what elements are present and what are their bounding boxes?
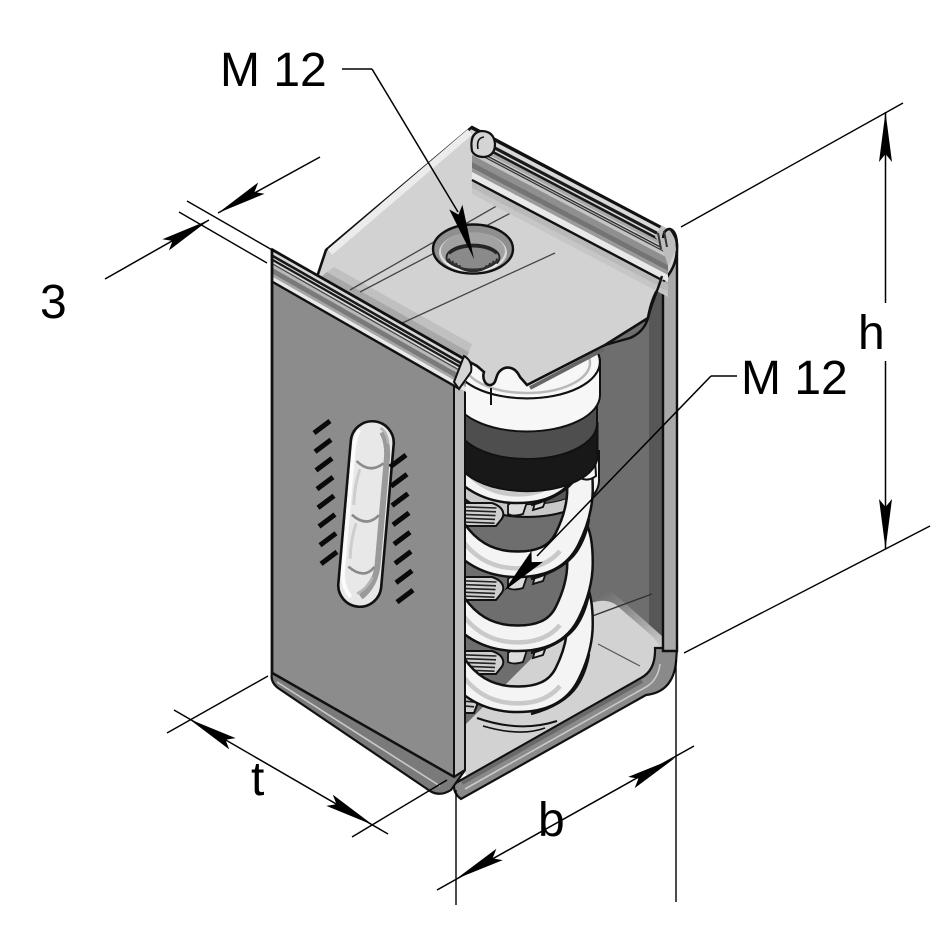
svg-text:b: b [538, 794, 565, 847]
svg-text:t: t [251, 753, 264, 806]
svg-text:h: h [858, 307, 885, 360]
svg-text:3: 3 [40, 276, 67, 329]
svg-text:M 12: M 12 [741, 352, 848, 405]
svg-text:M 12: M 12 [220, 44, 327, 97]
